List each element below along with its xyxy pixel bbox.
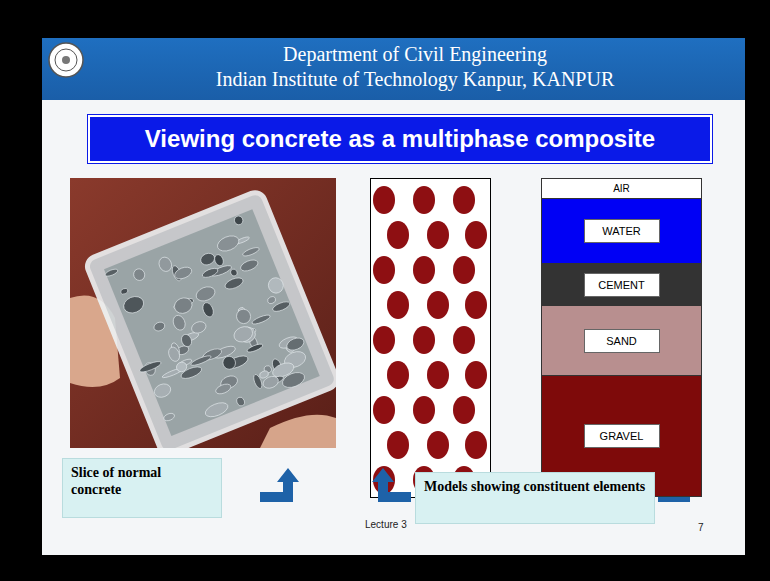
phase-band: SAND bbox=[541, 305, 702, 376]
header-text: Department of Civil Engineering bbox=[110, 43, 720, 66]
phase-label: AIR bbox=[613, 183, 630, 194]
phase-band: WATER bbox=[541, 198, 702, 264]
callout-box: Slice of normal concrete bbox=[62, 458, 222, 518]
phase-band: AIR bbox=[541, 178, 702, 199]
phase-label: GRAVEL bbox=[584, 424, 660, 448]
header-text: Indian Institute of Technology Kanpur, K… bbox=[110, 68, 720, 91]
page-number: 7 bbox=[698, 522, 704, 533]
phase-label: CEMENT bbox=[584, 273, 660, 297]
phase-label: WATER bbox=[584, 219, 660, 243]
slide-title: Viewing concrete as a multiphase composi… bbox=[88, 115, 712, 163]
callout-box: Models showing constituent elements bbox=[415, 472, 655, 524]
phase-band: CEMENT bbox=[541, 263, 702, 306]
callout-text: Slice of normal concrete bbox=[71, 464, 213, 498]
concrete-photo bbox=[70, 178, 336, 448]
phase-label: SAND bbox=[584, 329, 660, 353]
callout-text: Models showing constituent elements bbox=[424, 478, 646, 495]
lecture-label: Lecture 3 bbox=[365, 519, 407, 530]
particle-model bbox=[370, 178, 491, 498]
institute-logo bbox=[46, 40, 86, 80]
